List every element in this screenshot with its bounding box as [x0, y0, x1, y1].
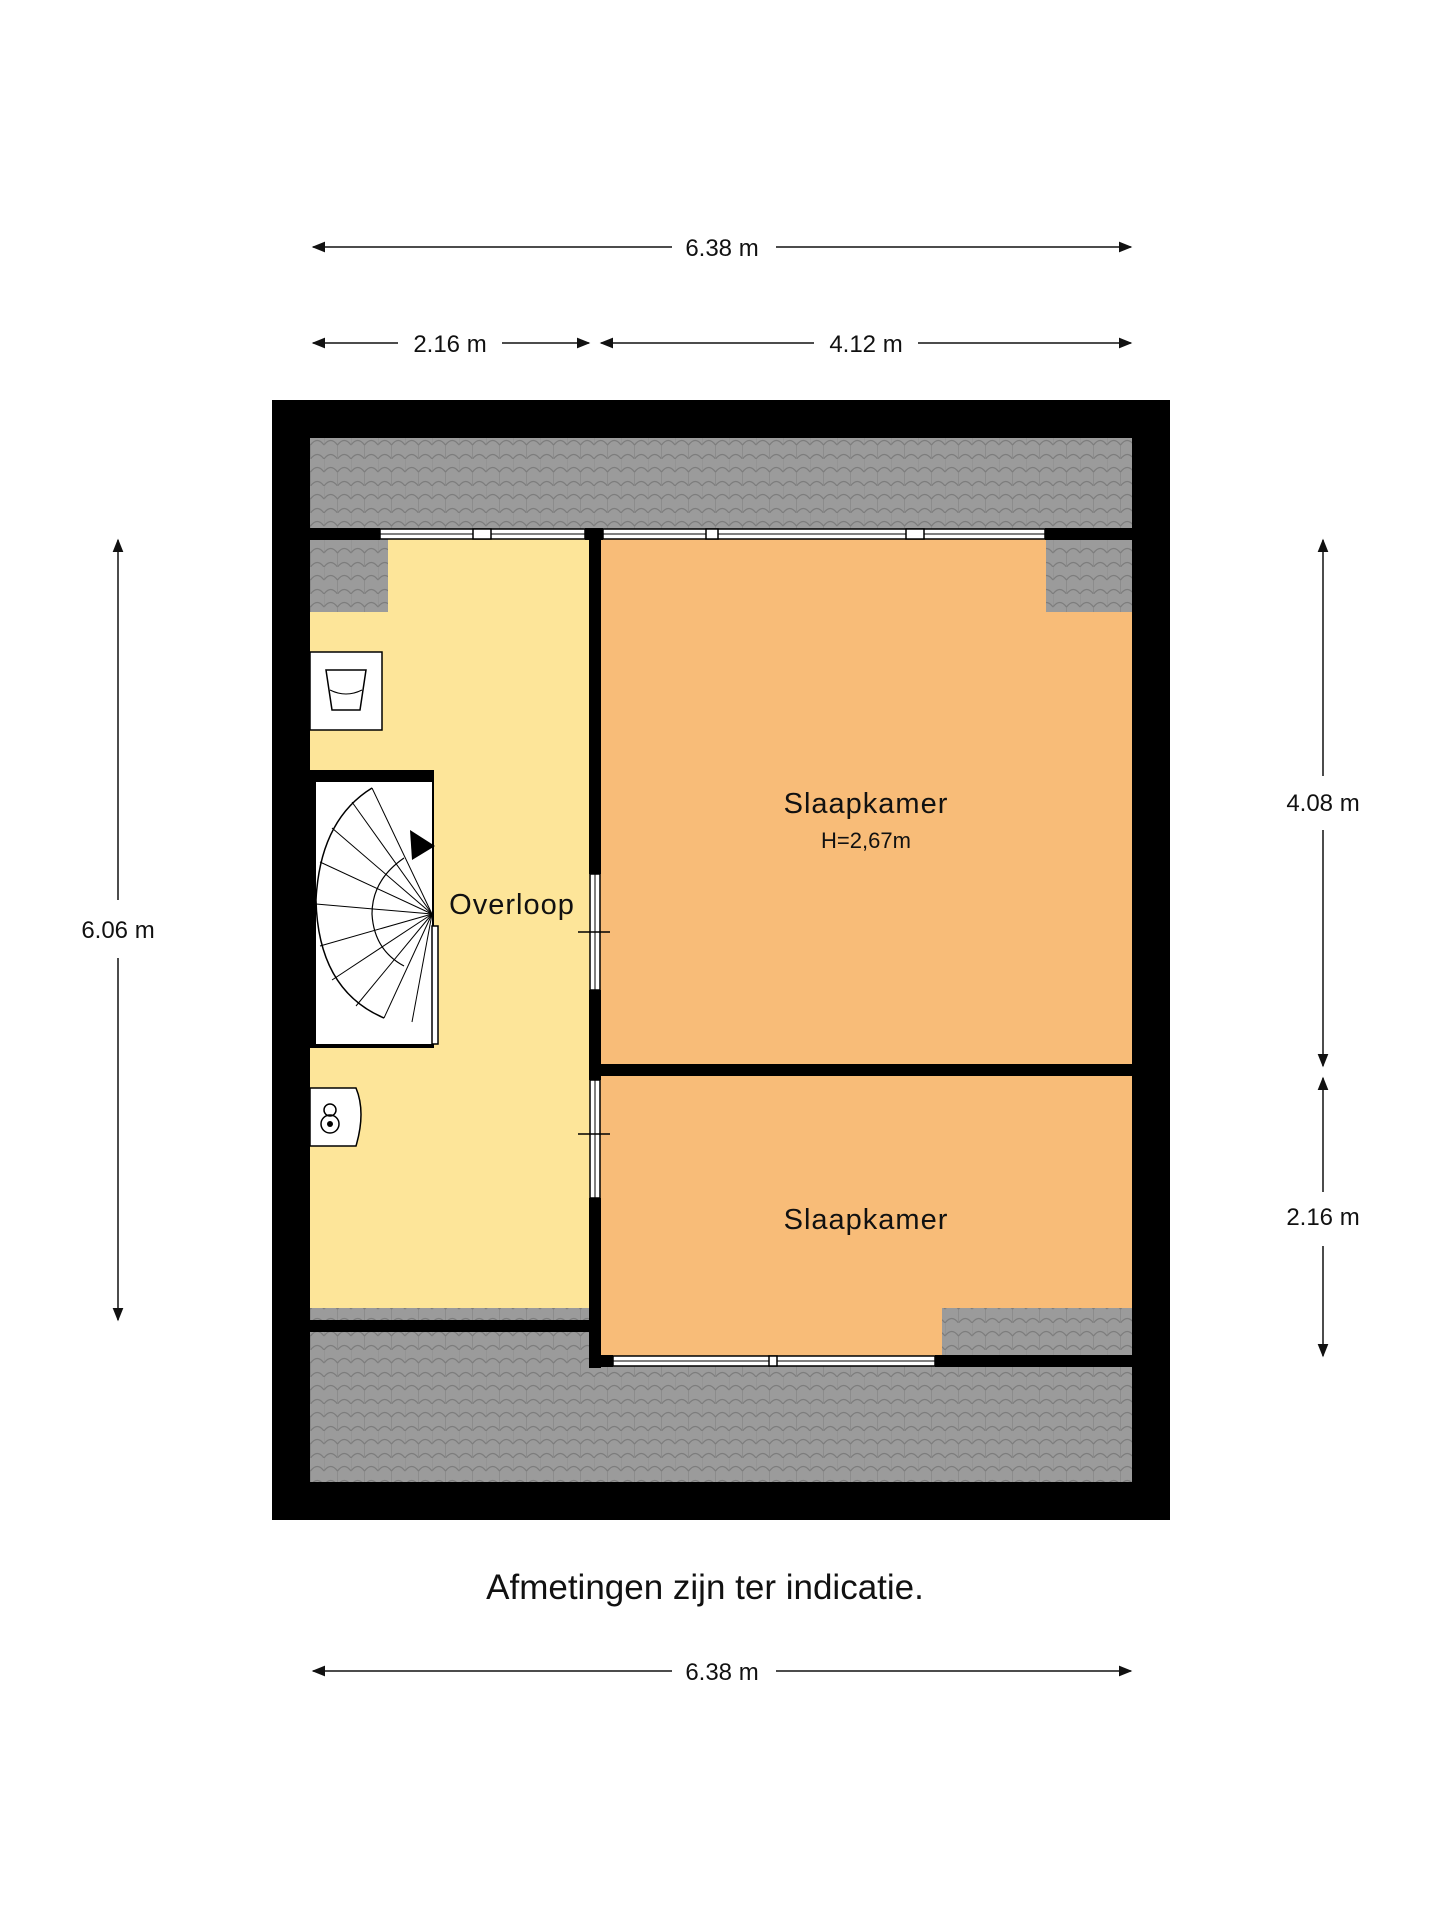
- svg-text:4.12 m: 4.12 m: [829, 331, 902, 358]
- roof-slope-overloop-bottom: [310, 1308, 590, 1320]
- wall-vertical-upper: [589, 536, 601, 874]
- dimension-right-upper: 4.08 m: [1286, 538, 1360, 1068]
- roof-top: [310, 438, 1132, 530]
- window-top-right: [602, 528, 1046, 540]
- roof-slope-slaapkamer-2: [942, 1308, 1132, 1356]
- svg-text:6.38 m: 6.38 m: [685, 235, 758, 262]
- boiler-icon: [309, 1087, 362, 1147]
- dimension-top-left: 2.16 m: [311, 331, 591, 358]
- wall-bedroom-divider: [589, 1064, 1132, 1076]
- slaapkamer-1-label: Slaapkamer: [784, 788, 949, 820]
- roof-slope-overloop: [310, 536, 388, 612]
- slaapkamer-2-label: Slaapkamer: [784, 1204, 949, 1236]
- wall-bottom-right: [935, 1355, 1132, 1367]
- svg-text:6.38 m: 6.38 m: [685, 1659, 758, 1686]
- sink-icon: [309, 651, 383, 731]
- wall-top-left: [310, 528, 380, 540]
- slaapkamer-1-floor: [600, 536, 1132, 1064]
- svg-text:4.08 m: 4.08 m: [1286, 790, 1359, 817]
- window-bottom: [612, 1355, 936, 1367]
- roof-slope-slaapkamer-1: [1046, 536, 1132, 612]
- svg-text:2.16 m: 2.16 m: [413, 331, 486, 358]
- window-top-left: [379, 528, 586, 540]
- wall-vertical-mid: [589, 990, 601, 1080]
- slaapkamer-1-height: H=2,67m: [821, 828, 911, 853]
- dimension-bottom-total: 6.38 m: [311, 1659, 1133, 1686]
- svg-text:2.16 m: 2.16 m: [1286, 1204, 1359, 1231]
- svg-text:6.06 m: 6.06 m: [81, 917, 154, 944]
- dimension-right-lower: 2.16 m: [1286, 1076, 1360, 1358]
- door-slaapkamer-2: [578, 1079, 610, 1199]
- wall-bottom-left: [310, 1320, 592, 1332]
- wall-bottom-corner: [589, 1355, 613, 1367]
- wall-top-right: [1045, 528, 1132, 540]
- dimension-left-total: 6.06 m: [81, 538, 155, 1322]
- disclaimer-note: Afmetingen zijn ter indicatie.: [486, 1568, 924, 1607]
- door-slaapkamer-1: [578, 873, 610, 991]
- wall-vertical-lower: [589, 1198, 601, 1368]
- dimension-top-total: 6.38 m: [311, 235, 1133, 262]
- dimension-top-right: 4.12 m: [599, 331, 1133, 358]
- overloop-label: Overloop: [449, 889, 575, 921]
- staircase-icon: [310, 770, 439, 1048]
